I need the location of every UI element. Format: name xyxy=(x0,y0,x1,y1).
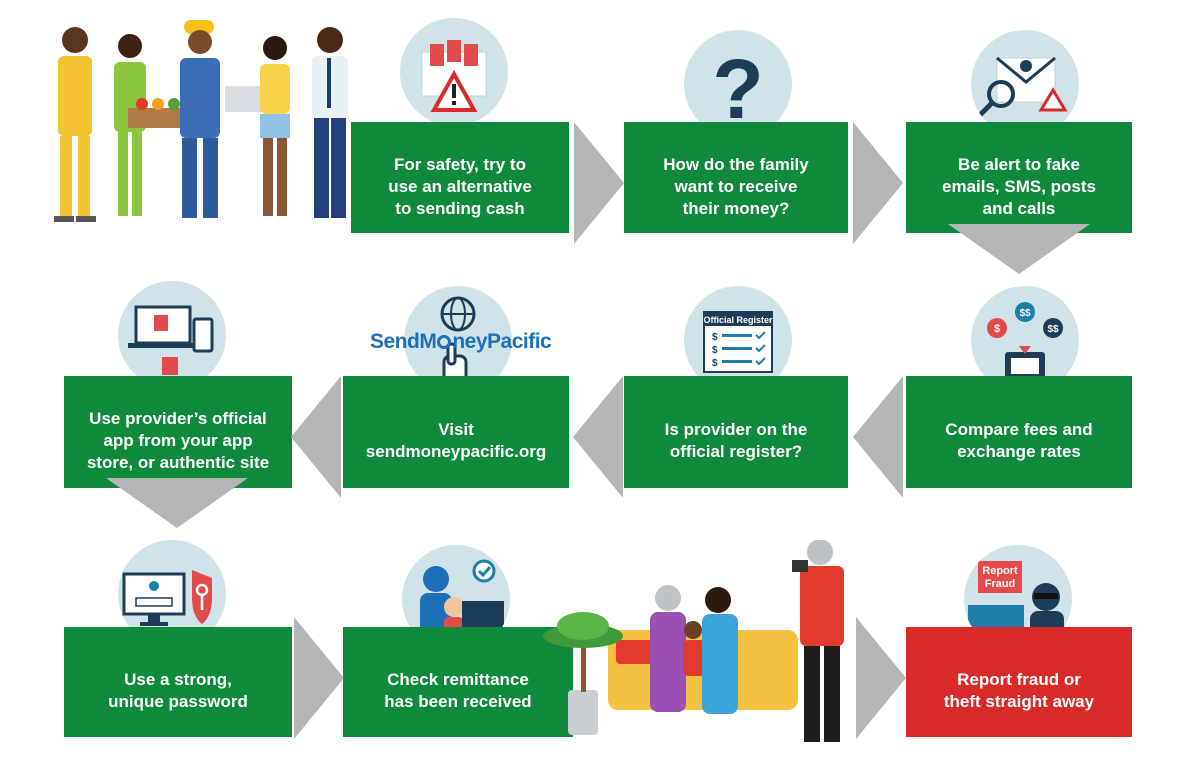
logo-o-globe xyxy=(437,335,452,349)
step-strong-password: Use a strong, unique password xyxy=(64,627,292,737)
step-check-remittance: Check remittance has been received xyxy=(343,627,573,737)
arrow-right-icon xyxy=(294,617,344,739)
svg-text:Fraud: Fraud xyxy=(985,578,1016,590)
cash-warning-icon xyxy=(400,18,508,126)
arrow-right-icon xyxy=(574,122,624,244)
arrow-left-icon xyxy=(291,376,341,498)
step-visit-site: Visit sendmoneypacific.org xyxy=(343,376,569,488)
step-text: Check remittance has been received xyxy=(384,670,532,711)
arrow-left-icon xyxy=(853,376,903,498)
svg-text:$$: $$ xyxy=(1019,308,1031,319)
arrow-right-icon xyxy=(856,617,906,739)
svg-text:$: $ xyxy=(994,323,1000,335)
svg-text:Official Register: Official Register xyxy=(703,315,773,325)
step-compare-fees: Compare fees and exchange rates xyxy=(906,376,1132,488)
step-official-app: Use provider’s official app from your ap… xyxy=(64,376,292,488)
arrow-right-icon xyxy=(853,122,903,244)
svg-text:?: ? xyxy=(712,42,763,136)
step-alert-fake: Be alert to fake emails, SMS, posts and … xyxy=(906,122,1132,233)
arrow-down-icon xyxy=(948,224,1090,274)
family-scene-illustration xyxy=(543,540,844,742)
step-text: Report fraud or theft straight away xyxy=(943,670,1095,711)
arrow-down-icon xyxy=(106,478,248,528)
step-text: Be alert to fake emails, SMS, posts and … xyxy=(942,154,1096,218)
svg-text:$: $ xyxy=(712,345,718,356)
arrow-left-icon xyxy=(573,376,623,498)
step-family-receive: How do the family want to receive their … xyxy=(624,122,848,233)
step-alternative-to-cash: For safety, try to use an alternative to… xyxy=(351,122,569,233)
fake-email-icon xyxy=(971,30,1079,138)
workers-illustration xyxy=(54,20,348,222)
svg-text:$: $ xyxy=(712,358,718,369)
step-text: Use provider’s official app from your ap… xyxy=(86,409,270,472)
svg-text:Report: Report xyxy=(982,565,1018,577)
step-report-fraud: Report fraud or theft straight away xyxy=(906,627,1132,737)
step-text: Use a strong, unique password xyxy=(108,670,248,711)
step-official-register: Is provider on the official register? xyxy=(624,376,848,488)
svg-text:$$: $$ xyxy=(1047,324,1059,335)
step-text: Visit sendmoneypacific.org xyxy=(365,420,547,461)
question-mark-icon: ? xyxy=(684,30,792,138)
svg-text:$: $ xyxy=(712,332,718,343)
devices-icon xyxy=(118,281,226,389)
step-text: Compare fees and exchange rates xyxy=(945,420,1093,461)
step-text: How do the family want to receive their … xyxy=(663,154,809,218)
step-text: For safety, try to use an alternative to… xyxy=(388,154,532,218)
step-text: Is provider on the official register? xyxy=(664,420,808,461)
